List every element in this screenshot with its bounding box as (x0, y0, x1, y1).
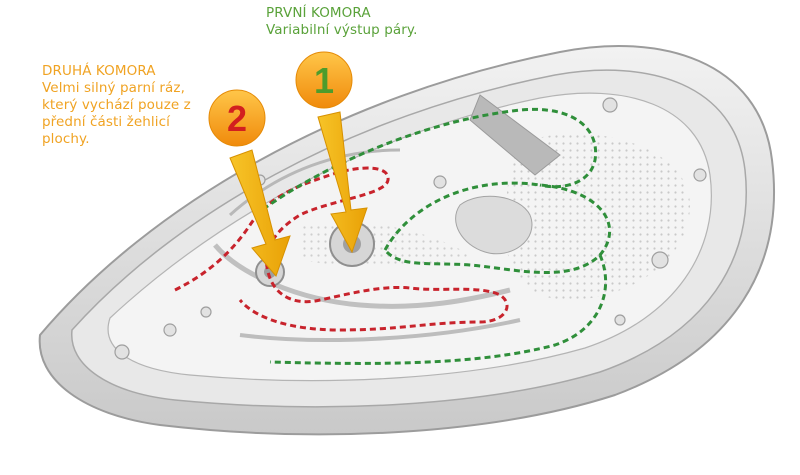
first-chamber-title: PRVNÍ KOMORA (266, 5, 371, 21)
arrow-down-icon (229, 149, 291, 277)
first-chamber-description: Variabilní výstup páry. (266, 22, 418, 38)
second-chamber-steam-path (174, 166, 509, 332)
second-chamber-description: Velmi silný parní ráz, který vychází pou… (42, 80, 191, 147)
chamber-2-number: 2 (227, 98, 247, 139)
chamber-1-badge: 1 (295, 51, 353, 109)
chamber-2-badge: 2 (208, 89, 266, 147)
chamber-1-number: 1 (314, 60, 334, 101)
first-chamber-steam-path-loop (383, 181, 612, 274)
second-chamber-label: DRUHÁ KOMORA Velmi silný parní ráz, kter… (42, 63, 207, 148)
arrow-down-icon (317, 111, 368, 254)
second-chamber-title: DRUHÁ KOMORA (42, 63, 156, 79)
first-chamber-steam-path-lower (269, 254, 608, 365)
first-chamber-label: PRVNÍ KOMORA Variabilní výstup páry. (266, 5, 417, 39)
